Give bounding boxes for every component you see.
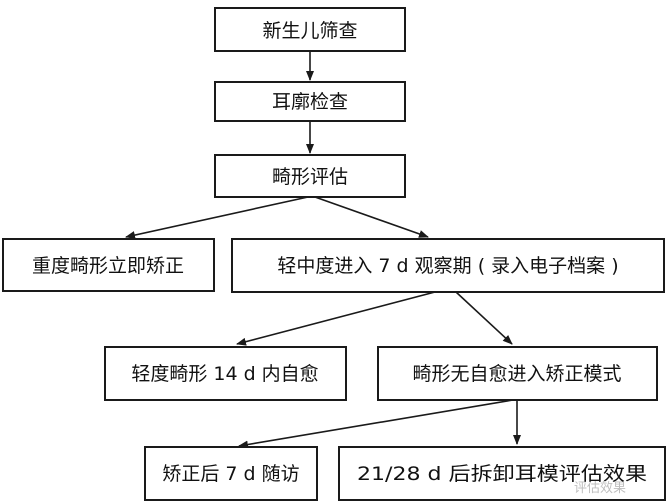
- node-no-self-heal-correct: 畸形无自愈进入矫正模式: [377, 346, 658, 401]
- node-auricle-exam-label: 耳廓检查: [272, 91, 348, 113]
- node-deformity-eval: 畸形评估: [214, 154, 406, 198]
- node-severe-correct: 重度畸形立即矫正: [2, 238, 215, 292]
- node-deformity-eval-label: 畸形评估: [272, 166, 348, 188]
- edge-observe-to-mild: [236, 291, 436, 346]
- node-remove-mold-eval: 21/28 d 后拆卸耳模评估效果: [338, 446, 666, 501]
- edge-eval-to-severe: [125, 196, 309, 239]
- node-mild-self-heal-label: 轻度畸形 14 d 内自愈: [131, 363, 318, 385]
- node-severe-correct-label: 重度畸形立即矫正: [32, 255, 184, 277]
- edge-nocorrect-to-followup: [238, 399, 514, 449]
- watermark-text: 评估效果: [574, 481, 626, 496]
- node-mild-self-heal: 轻度畸形 14 d 内自愈: [104, 346, 347, 401]
- node-screening: 新生儿筛查: [214, 7, 406, 52]
- node-remove-mold-eval-label: 21/28 d 后拆卸耳模评估效果: [357, 463, 647, 485]
- edge-observe-to-nocorrect: [455, 291, 513, 345]
- node-mild-moderate-observe-label: 轻中度进入 7 d 观察期 ( 录入电子档案 ): [277, 255, 618, 277]
- node-followup-7d-label: 矫正后 7 d 随访: [162, 463, 299, 485]
- node-no-self-heal-correct-label: 畸形无自愈进入矫正模式: [412, 363, 621, 385]
- node-followup-7d: 矫正后 7 d 随访: [144, 446, 318, 501]
- node-auricle-exam: 耳廓检查: [214, 81, 406, 122]
- node-mild-moderate-observe: 轻中度进入 7 d 观察期 ( 录入电子档案 ): [231, 238, 665, 293]
- edge-eval-to-observe: [314, 196, 429, 238]
- node-screening-label: 新生儿筛查: [262, 20, 357, 42]
